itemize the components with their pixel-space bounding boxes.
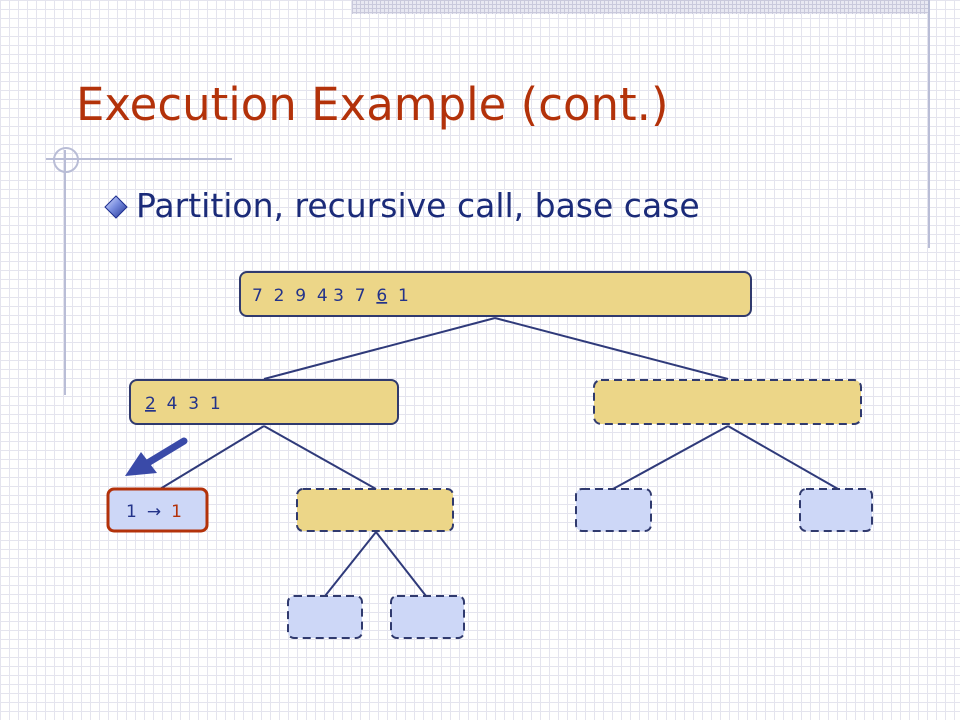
base-case-input: 1: [126, 502, 137, 522]
base-case-arrow: →: [147, 502, 161, 522]
root-values-0: 7 2 9 4 3 7: [252, 286, 376, 306]
edge-left-baseleft: [159, 425, 265, 490]
right-child-node-pending: [593, 379, 862, 425]
left-pivot-value: 2: [145, 394, 156, 414]
right-left-leaf-pending: [575, 488, 652, 532]
base-case-node: [106, 487, 209, 533]
left-values-1: 4 3 1: [156, 394, 221, 414]
base-case-output: 1: [171, 502, 182, 522]
edge-left-right: [263, 425, 377, 490]
decorative-vertical-line-right: [928, 0, 930, 248]
decorative-horizontal-line: [46, 158, 232, 160]
root-node-label: 7 2 9 4 3 7 6 1: [252, 286, 409, 306]
edge-root-right: [494, 317, 729, 380]
edge-right-right: [727, 425, 839, 490]
left-child-node: [129, 379, 399, 425]
root-values-2: 1: [387, 286, 409, 306]
decorative-circle: [53, 147, 79, 173]
base-case-label: 1 → 1: [126, 502, 182, 522]
edge-root-left: [263, 317, 496, 380]
leaf-left-pending: [287, 595, 363, 639]
leaf-right-pending: [390, 595, 465, 639]
left-child-node-label: 2 4 3 1: [145, 394, 221, 414]
right-right-leaf-pending: [799, 488, 873, 532]
root-pivot-value: 6: [376, 286, 387, 306]
decorative-vertical-line-left: [64, 150, 66, 395]
slide-title: Execution Example (cont.): [76, 78, 669, 131]
left-right-child-pending: [296, 488, 454, 532]
bullet-text: Partition, recursive call, base case: [136, 186, 700, 225]
tree-edges: [159, 317, 839, 597]
diamond-icon: [104, 195, 128, 219]
edge-right-left: [612, 425, 729, 490]
top-pattern-band: [352, 0, 928, 14]
edge-leaf-left: [324, 531, 377, 597]
arrow-down-left-icon: [125, 437, 188, 476]
edge-leaf-right: [375, 531, 427, 597]
root-node: [239, 271, 752, 317]
